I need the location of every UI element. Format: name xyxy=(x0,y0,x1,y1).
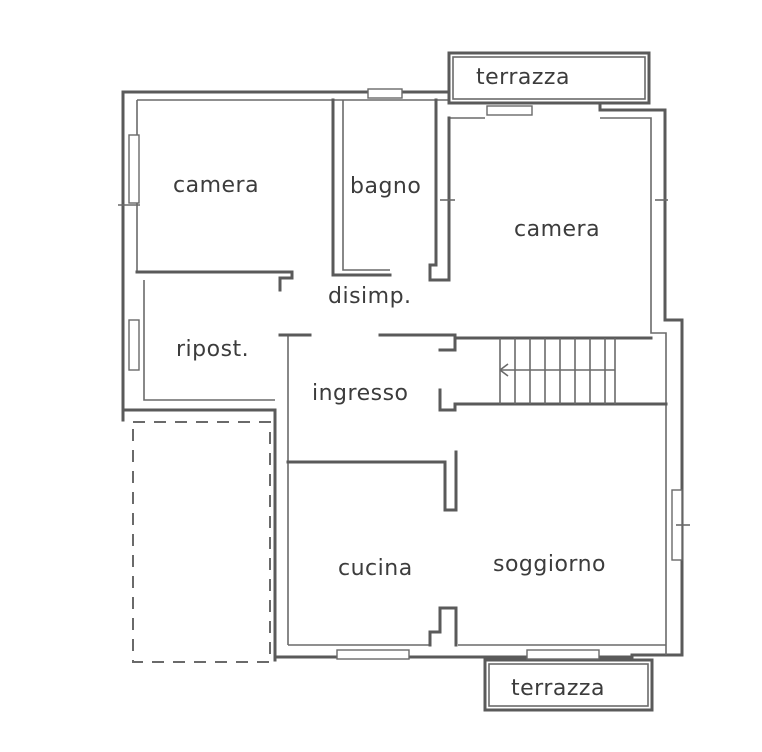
terrace-south xyxy=(483,658,654,712)
window-soggiorno-south xyxy=(526,649,600,660)
label-cucina: cucina xyxy=(338,556,413,581)
label-terrazza-south: terrazza xyxy=(511,676,605,701)
ripost-wall xyxy=(143,280,275,401)
outer-wall-east-inner xyxy=(450,117,667,655)
label-terrazza-north: terrazza xyxy=(476,65,570,90)
stair-arrow-icon xyxy=(499,363,509,377)
window-cucina xyxy=(336,649,410,660)
dashed-area xyxy=(132,421,271,663)
label-ripost: ripost. xyxy=(176,337,249,362)
label-camera-ne: camera xyxy=(514,217,600,242)
wall-cucina-north xyxy=(286,450,458,512)
terrace-south-inner xyxy=(488,663,649,707)
wall-cucina-soggiorno xyxy=(428,606,458,647)
window-bagno xyxy=(367,88,403,99)
interior-walls xyxy=(135,98,668,647)
label-soggiorno: soggiorno xyxy=(493,552,606,577)
wall-stair-south xyxy=(438,388,668,412)
window-camera-ne xyxy=(486,105,533,116)
terrace-north-inner xyxy=(452,56,646,100)
wall-camera-nw-south xyxy=(135,270,294,292)
outer-wall-east xyxy=(447,90,684,657)
wall-bagno-west-inner xyxy=(342,100,390,271)
terrace-north xyxy=(447,51,651,105)
staircase xyxy=(499,338,616,404)
terrace-north-outline xyxy=(447,51,651,105)
window-ripost xyxy=(128,319,140,371)
wall-bagno-east xyxy=(428,98,451,282)
outer-wall-nw xyxy=(121,90,451,422)
window-camera-nw xyxy=(128,134,140,204)
label-ingresso: ingresso xyxy=(312,381,409,406)
outer-walls xyxy=(121,90,684,662)
label-bagno: bagno xyxy=(350,174,421,199)
outer-wall-west-lower xyxy=(121,408,277,662)
label-camera-nw: camera xyxy=(173,173,259,198)
tick-marks xyxy=(118,199,690,526)
terrace-south-outline xyxy=(483,658,654,712)
label-disimp: disimp. xyxy=(328,284,412,309)
wall-ingresso-north xyxy=(278,333,457,352)
wall-bagno-west xyxy=(331,98,392,277)
